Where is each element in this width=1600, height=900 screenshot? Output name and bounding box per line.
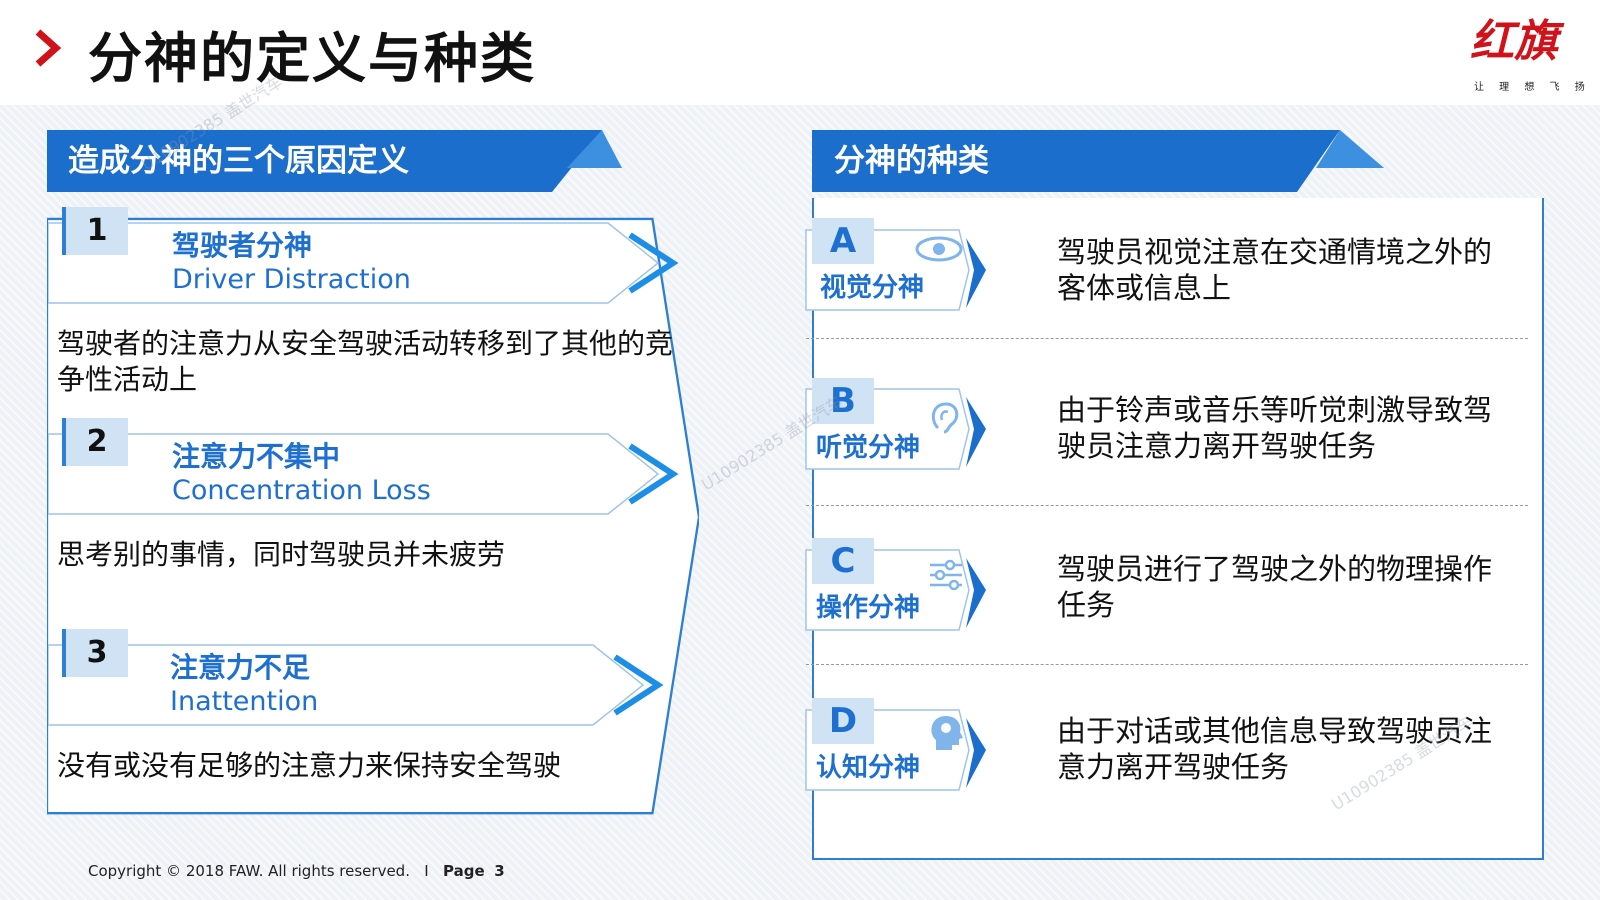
type-label-a: 视觉分神: [820, 273, 925, 303]
type-label-b: 听觉分神: [816, 433, 921, 463]
divider: [806, 664, 1528, 665]
head-brain-icon: [931, 716, 963, 750]
divider: [806, 505, 1528, 506]
brand-slogan: 让 理 想 飞 扬: [1474, 82, 1591, 93]
cause-title-cn-3: 注意力不足: [170, 651, 311, 684]
type-desc-a: 驾驶员视觉注意在交通情境之外的客体或信息上: [1057, 235, 1493, 305]
type-letter-c: C: [812, 538, 874, 584]
cause-desc-1: 驾驶者的注意力从安全驾驶活动转移到了其他的竞争性活动上: [57, 327, 674, 396]
eye-icon: [915, 236, 963, 262]
cause-desc-2: 思考别的事情，同时驾驶员并未疲劳: [57, 538, 506, 571]
type-label-c: 操作分神: [816, 593, 921, 623]
cause-number-3: 3: [62, 629, 128, 677]
cause-number-2: 2: [62, 418, 128, 466]
chevron-right-icon: [35, 29, 62, 67]
divider: [806, 338, 1528, 339]
type-letter-d: D: [812, 698, 874, 744]
left-header-title: 造成分神的三个原因定义: [68, 143, 409, 179]
type-letter-b: B: [812, 378, 874, 424]
ear-icon: [931, 402, 959, 434]
sliders-icon: [930, 559, 962, 591]
left-header-banner: [47, 130, 622, 192]
cause-title-en-1: Driver Distraction: [172, 264, 411, 295]
cause-desc-3: 没有或没有足够的注意力来保持安全驾驶: [57, 749, 562, 782]
type-letter-a: A: [812, 218, 874, 264]
cause-title-cn-2: 注意力不集中: [172, 440, 341, 473]
cause-title-en-3: Inattention: [170, 686, 319, 717]
footer: Copyright © 2018 FAW. All rights reserve…: [88, 862, 505, 880]
type-desc-d: 由于对话或其他信息导致驾驶员注意力离开驾驶任务: [1057, 714, 1493, 784]
page-label: Page: [443, 862, 485, 880]
right-header-title: 分神的种类: [834, 143, 989, 179]
top-bar: [0, 0, 1600, 105]
cause-title-en-2: Concentration Loss: [172, 475, 431, 506]
page-number: 3: [494, 862, 505, 880]
cause-number-1: 1: [62, 207, 128, 255]
cause-card-1: [48, 222, 679, 304]
cause-card-2: [48, 433, 679, 515]
type-desc-c: 驾驶员进行了驾驶之外的物理操作任务: [1057, 552, 1493, 622]
footer-separator: I: [424, 862, 429, 880]
right-header-banner: [812, 130, 1384, 192]
type-label-d: 认知分神: [816, 753, 921, 783]
cause-card-3: [48, 644, 664, 726]
brand-logo: 红旗: [1470, 16, 1558, 67]
copyright-text: Copyright © 2018 FAW. All rights reserve…: [88, 862, 410, 880]
type-desc-b: 由于铃声或音乐等听觉刺激导致驾驶员注意力离开驾驶任务: [1057, 393, 1493, 463]
page-title: 分神的定义与种类: [88, 27, 536, 90]
cause-title-cn-1: 驾驶者分神: [172, 229, 313, 262]
